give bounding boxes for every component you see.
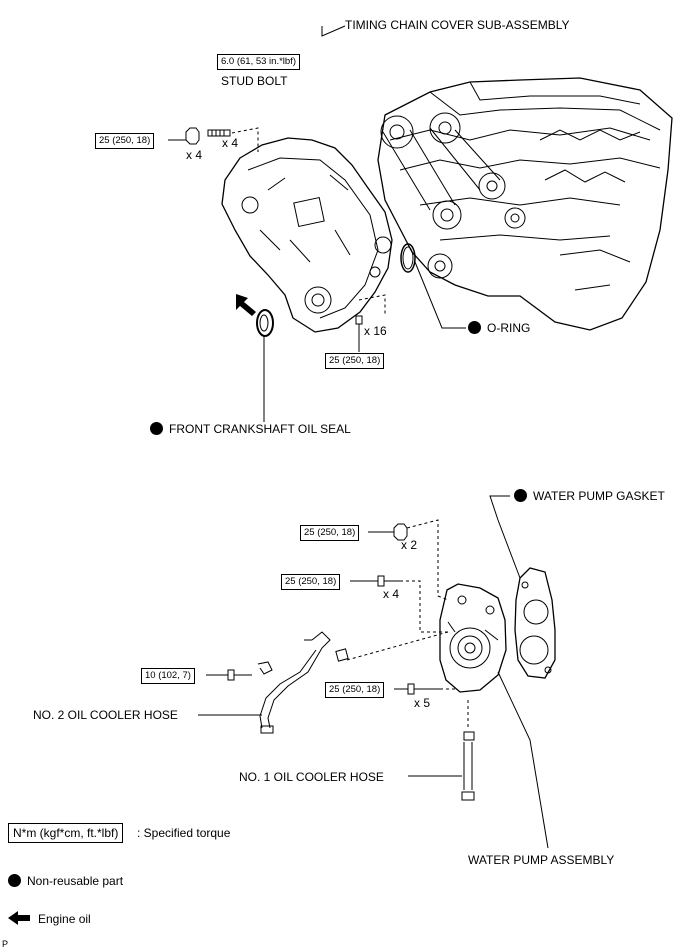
pump-bolt-4-quantity: x 4: [383, 587, 400, 601]
cover-bolt-drawing: [355, 315, 363, 335]
legend-engine-oil-text: Engine oil: [38, 912, 91, 926]
water-pump-gasket-drawing: [514, 567, 556, 679]
pump-bolt-5-quantity: x 5: [414, 696, 431, 710]
stud-bolt-quantity: x 4: [222, 136, 239, 150]
cover-nut-quantity: x 4: [186, 148, 203, 162]
pump-nut-torque-box: 25 (250, 18): [300, 525, 360, 541]
non-reusable-dot-icon: [514, 489, 527, 502]
o-ring-drawing: [400, 243, 416, 273]
non-reusable-dot-icon: [468, 321, 481, 334]
water-pump-assembly-label: WATER PUMP ASSEMBLY: [468, 853, 615, 867]
stud-bolt-label: STUD BOLT: [221, 74, 288, 88]
pump-bolt-5-drawing: [407, 683, 440, 695]
legend-torque-text: : Specified torque: [137, 826, 231, 840]
pump-bolt-5-torque-box: 25 (250, 18): [325, 682, 385, 698]
cover-nut-drawing: [185, 127, 200, 145]
o-ring-text: O-RING: [487, 321, 531, 335]
pump-fitting-drawing: [335, 648, 349, 662]
timing-chain-cover-drawing: [221, 137, 393, 333]
stud-bolt-drawing: [207, 129, 231, 137]
cover-nut-torque-box: 25 (250, 18): [95, 133, 155, 149]
front-crankshaft-oil-seal-text: FRONT CRANKSHAFT OIL SEAL: [169, 422, 351, 436]
legend-torque-box: N*m (kgf*cm, ft.*lbf): [8, 823, 124, 843]
no2-oil-cooler-hose-drawing: [259, 631, 331, 734]
timing-chain-cover-label: TIMING CHAIN COVER SUB-ASSEMBLY: [345, 18, 570, 32]
pump-nut-drawing: [393, 523, 408, 541]
hose-bolt-drawing: [227, 661, 273, 681]
non-reusable-dot-icon: [150, 422, 163, 435]
cover-bolt-quantity: x 16: [364, 324, 387, 338]
no2-oil-cooler-hose-label: NO. 2 OIL COOLER HOSE: [33, 708, 178, 722]
o-ring-label: O-RING: [468, 321, 530, 335]
non-reusable-dot-icon: [8, 874, 21, 887]
engine-oil-arrow-icon: [236, 294, 256, 316]
pump-bolt-4-drawing: [377, 575, 400, 587]
hose-bolt-torque-box: 10 (102, 7): [141, 668, 195, 684]
front-crankshaft-oil-seal-label: FRONT CRANKSHAFT OIL SEAL: [150, 422, 351, 436]
corner-mark: P: [2, 939, 9, 949]
water-pump-gasket-text: WATER PUMP GASKET: [533, 489, 665, 503]
pump-nut-quantity: x 2: [401, 538, 418, 552]
legend-non-reusable: Non-reusable part: [8, 874, 123, 888]
legend-engine-oil-arrow-icon: [8, 911, 30, 925]
water-pump-gasket-label: WATER PUMP GASKET: [514, 489, 665, 503]
pump-bolt-4-torque-box: 25 (250, 18): [281, 574, 341, 590]
engine-block-drawing: [377, 77, 673, 331]
cover-bolt-torque-box: 25 (250, 18): [325, 353, 385, 369]
front-crankshaft-oil-seal-drawing: [256, 309, 274, 337]
water-pump-assembly-drawing: [439, 583, 507, 693]
no1-oil-cooler-hose-label: NO. 1 OIL COOLER HOSE: [239, 770, 384, 784]
stud-bolt-torque-box: 6.0 (61, 53 in.*lbf): [217, 54, 300, 70]
legend-non-reusable-text: Non-reusable part: [27, 874, 124, 888]
no1-oil-cooler-hose-drawing: [461, 731, 475, 801]
